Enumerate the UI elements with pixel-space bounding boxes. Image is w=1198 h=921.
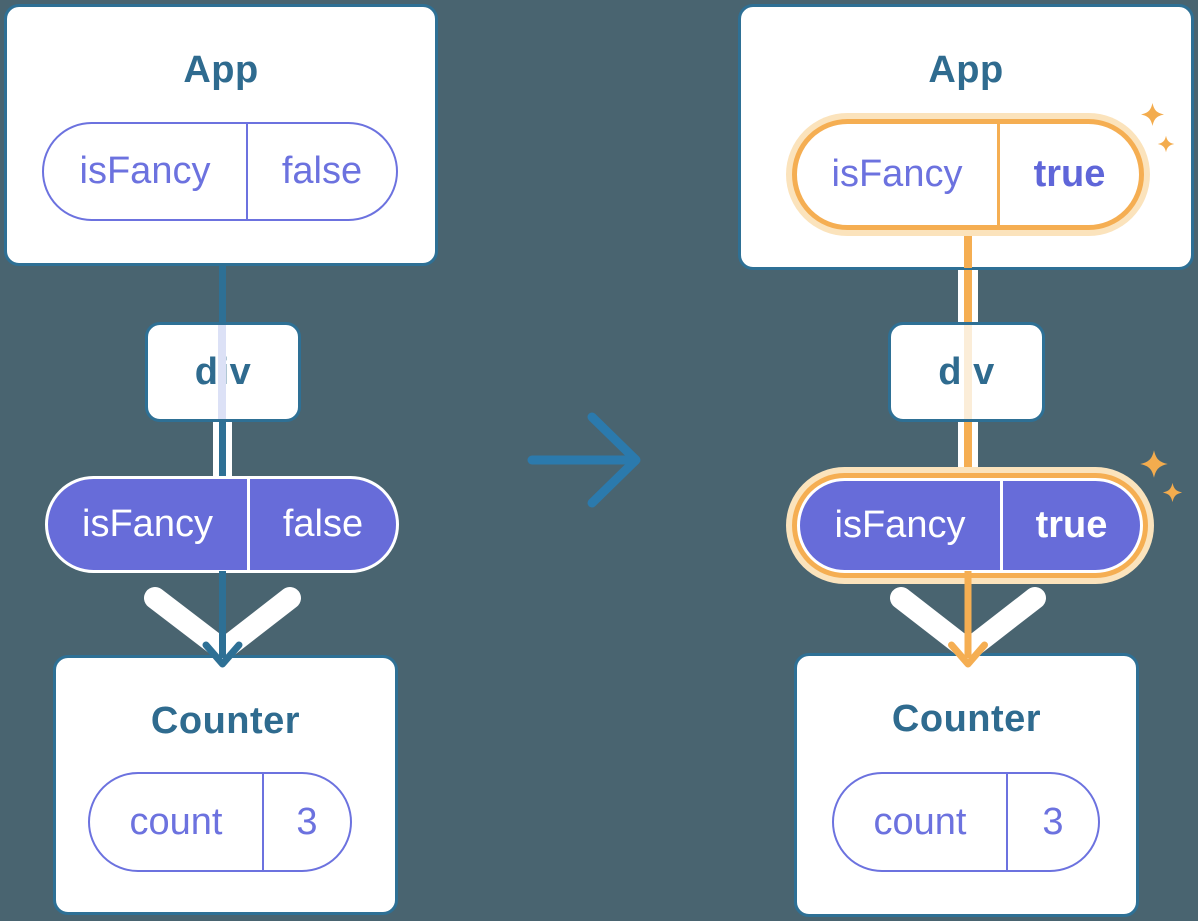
pill-divider [1006, 774, 1008, 870]
sparkle-icon [1141, 103, 1164, 126]
pill-divider [246, 124, 248, 219]
state-name: count [873, 800, 967, 843]
state-value: false [281, 150, 363, 192]
prop-value: true [1035, 504, 1108, 546]
connector-line-through-card [964, 228, 972, 268]
state-value: 3 [296, 800, 318, 843]
sparkle-icon [1157, 135, 1175, 153]
transition-arrow-icon [527, 412, 641, 508]
component-name-label: Counter [891, 698, 1042, 740]
connector-line-through-card [218, 325, 226, 419]
prop-flow-arrow-icon [890, 571, 1046, 668]
counter-state-pill: count 3 [832, 772, 1100, 872]
prop-name: isFancy [82, 503, 213, 545]
state-value: true [1033, 153, 1106, 195]
component-name-label: Counter [150, 700, 301, 742]
prop-connector-line [213, 421, 232, 479]
pill-divider [1000, 481, 1003, 570]
sparkle-icon [1162, 482, 1183, 503]
pill-divider [262, 774, 264, 870]
app-state-pill: isFancy false [42, 122, 398, 221]
prop-connector-line [958, 421, 978, 481]
prop-name: isFancy [834, 504, 966, 546]
connector-line-through-card [964, 325, 972, 419]
app-state-pill-updated: isFancy true [792, 119, 1144, 230]
sparkle-icon [1140, 450, 1168, 478]
prop-pill: isFancy false [45, 476, 399, 573]
state-value: 3 [1042, 800, 1064, 843]
state-name: count [129, 800, 223, 843]
prop-pill-updated: isFancy true [797, 478, 1143, 573]
prop-value: false [282, 503, 364, 545]
prop-connector-line [958, 268, 978, 326]
component-name-label: App [928, 49, 1004, 91]
pill-divider [247, 479, 250, 570]
state-name: isFancy [79, 150, 211, 192]
pill-divider [997, 124, 1000, 225]
prop-flow-arrow-icon [144, 571, 301, 668]
component-name-label: App [183, 49, 259, 91]
connector-line [219, 264, 226, 326]
counter-state-pill: count 3 [88, 772, 352, 872]
state-name: isFancy [831, 153, 963, 195]
